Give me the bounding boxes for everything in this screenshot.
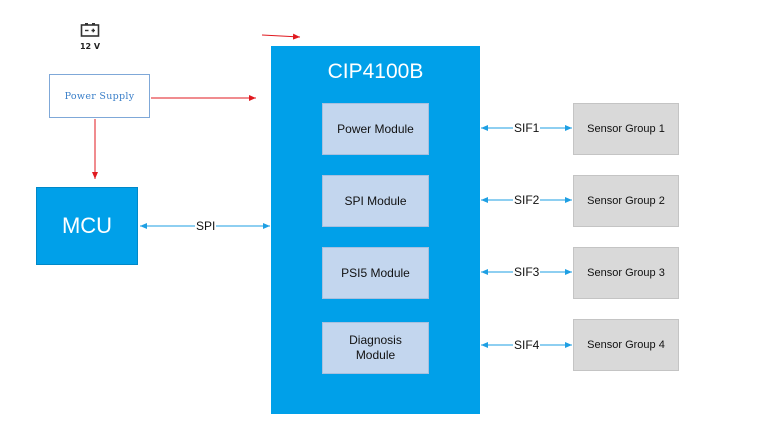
sensor-group-label: Sensor Group 2 bbox=[587, 195, 665, 207]
spi-module-box: SPI Module bbox=[322, 175, 429, 227]
power-supply-box: Power Supply bbox=[49, 74, 150, 118]
sensor-group-4-box: Sensor Group 4 bbox=[573, 319, 679, 371]
sensor-group-label: Sensor Group 1 bbox=[587, 123, 665, 135]
power-module-box: Power Module bbox=[322, 103, 429, 155]
chip-title: CIP4100B bbox=[327, 60, 424, 83]
sensor-group-label: Sensor Group 4 bbox=[587, 339, 665, 351]
psi5-module-box: PSI5 Module bbox=[322, 247, 429, 299]
sensor-group-label: Sensor Group 3 bbox=[587, 267, 665, 279]
battery-icon bbox=[80, 23, 100, 37]
module-label: PSI5 Module bbox=[341, 265, 410, 280]
diagnosis-module-box: Diagnosis Module bbox=[322, 322, 429, 374]
sensor-group-3-box: Sensor Group 3 bbox=[573, 247, 679, 299]
sif2-link-label: SIF2 bbox=[513, 193, 541, 207]
mcu-box: MCU bbox=[36, 187, 138, 265]
module-label: SPI Module bbox=[344, 193, 407, 208]
module-label: Power Module bbox=[337, 121, 414, 136]
spi-link-label: SPI bbox=[195, 219, 217, 233]
sif3-link-label: SIF3 bbox=[513, 265, 541, 279]
battery-voltage-label: 12 V bbox=[79, 42, 101, 51]
module-label: Diagnosis Module bbox=[349, 333, 402, 362]
sensor-group-1-box: Sensor Group 1 bbox=[573, 103, 679, 155]
mcu-label: MCU bbox=[61, 213, 113, 238]
sif4-link-label: SIF4 bbox=[513, 338, 541, 352]
sensor-group-2-box: Sensor Group 2 bbox=[573, 175, 679, 227]
power-supply-label: Power Supply bbox=[64, 90, 135, 102]
sif1-link-label: SIF1 bbox=[513, 121, 541, 135]
power-arrow-top bbox=[261, 33, 301, 40]
